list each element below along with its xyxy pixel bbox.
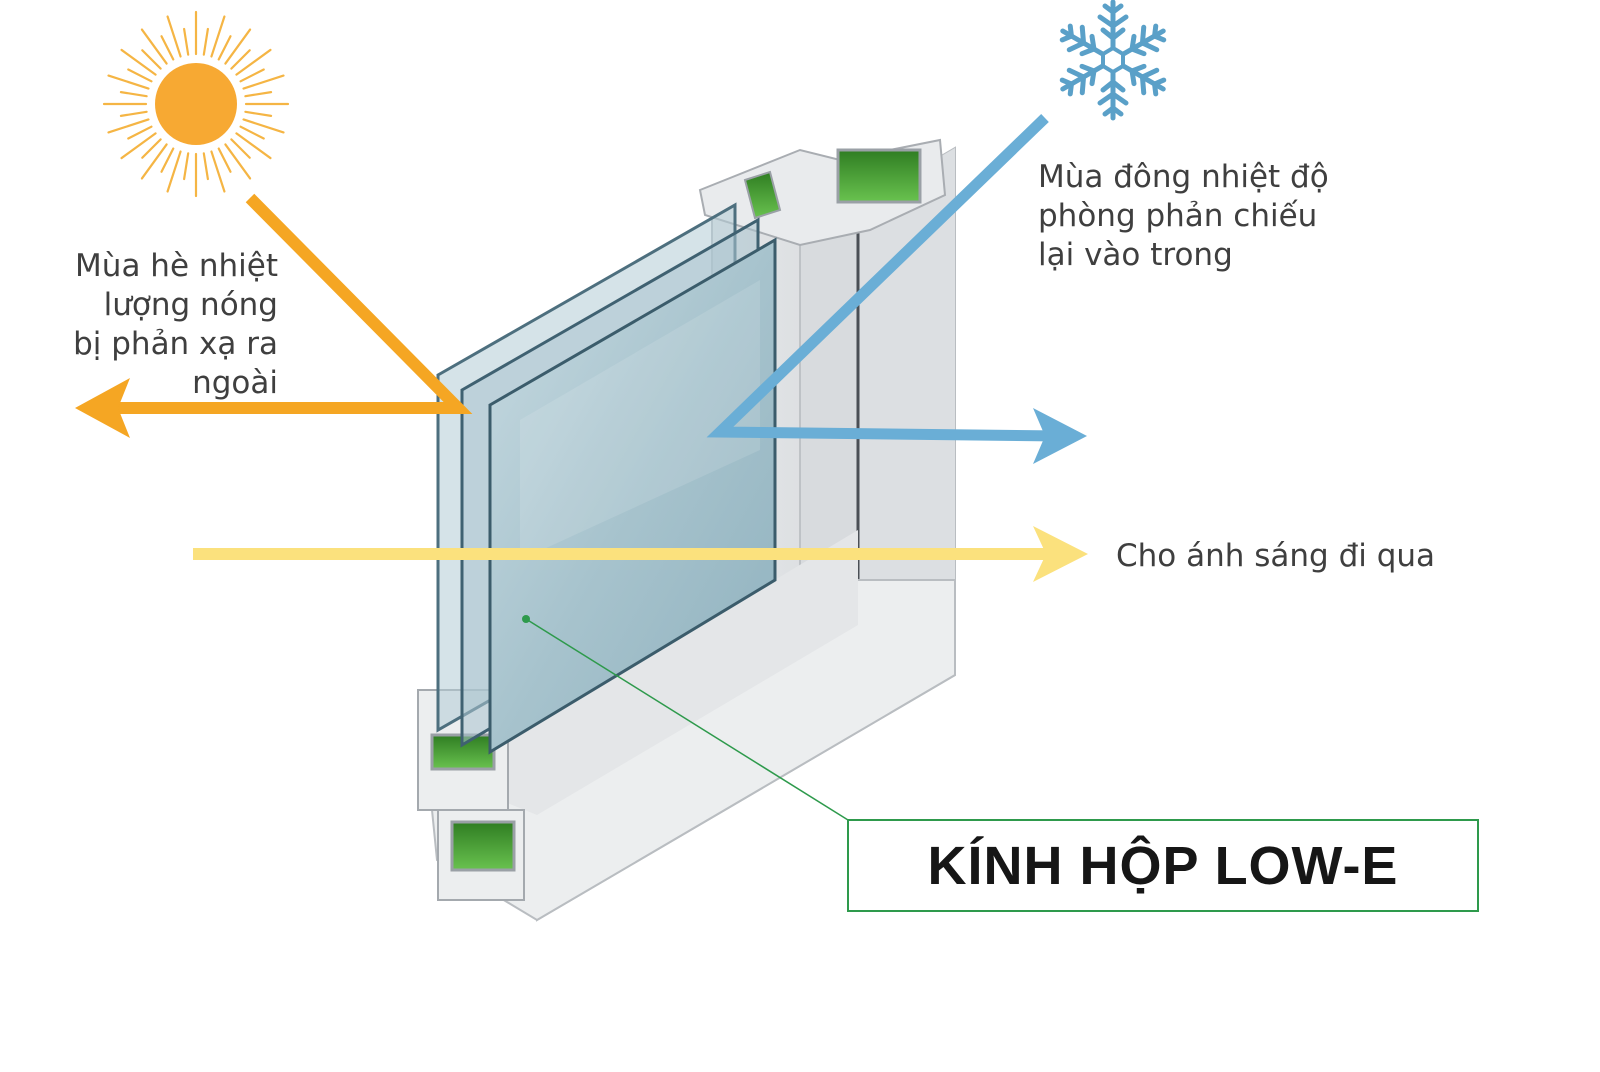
sun-ray xyxy=(242,118,285,134)
snowflake-arm xyxy=(1059,63,1106,97)
sun-ray xyxy=(120,48,157,76)
sun-ray xyxy=(230,138,251,159)
sun-ray xyxy=(210,15,226,58)
sun-ray xyxy=(141,138,162,159)
glass-panes xyxy=(436,202,777,755)
sun-ray xyxy=(202,27,209,56)
summer-heat-label: Mùa hè nhiệt lượng nóng bị phản xạ ra ng… xyxy=(0,247,278,403)
product-title: KÍNH HỘP LOW-E xyxy=(927,835,1399,896)
sun-ray xyxy=(166,15,182,58)
sun-ray xyxy=(239,125,265,140)
sun-ray xyxy=(166,150,182,193)
sun-ray xyxy=(217,147,232,173)
sun-ray xyxy=(239,68,265,83)
sun-ray xyxy=(235,132,272,160)
sun-ray xyxy=(217,35,232,61)
sun-ray xyxy=(230,49,251,70)
snowflake-arm xyxy=(1097,0,1129,51)
snowflake-arm xyxy=(1120,23,1167,57)
light-arrow xyxy=(193,526,1088,582)
sun-ray xyxy=(235,48,272,76)
summer-heat-arrow xyxy=(75,193,473,438)
sun-ray xyxy=(141,49,162,70)
sun-ray xyxy=(244,110,273,117)
summer-label-line: bị phản xạ ra ngoài xyxy=(73,326,278,401)
sun-ray xyxy=(160,147,175,173)
sun-ray xyxy=(210,150,226,193)
sun-ray xyxy=(119,91,148,98)
pointer-line xyxy=(522,615,849,821)
sun-ray xyxy=(242,74,285,90)
sun-icon xyxy=(102,10,290,198)
summer-label-line: Mùa hè nhiệt xyxy=(75,248,278,284)
light-pass-label: Cho ánh sáng đi qua xyxy=(1116,538,1436,574)
winter-heat-label: Mùa đông nhiệt độ phòng phản chiếu lại v… xyxy=(1038,158,1329,275)
winter-label-line: lại vào trong xyxy=(1038,237,1233,273)
sun-ray xyxy=(107,118,150,134)
sun-ray xyxy=(183,27,190,56)
sun-ray xyxy=(202,152,209,181)
sun-ray xyxy=(119,110,148,117)
sun-ray xyxy=(224,143,252,180)
sun-ray xyxy=(140,28,168,65)
sun-ray xyxy=(224,28,252,65)
snowflake-arm xyxy=(1097,69,1129,121)
snowflake-icon xyxy=(1059,0,1167,121)
winter-heat-arrow xyxy=(706,114,1087,464)
sun-ray xyxy=(120,132,157,160)
winter-label-line: Mùa đông nhiệt độ xyxy=(1038,159,1329,195)
sun-ray xyxy=(244,91,273,98)
sun-ray xyxy=(140,143,168,180)
snowflake-arm xyxy=(1059,23,1106,57)
sun-ray xyxy=(107,74,150,90)
snowflake-arm xyxy=(1120,63,1167,97)
winter-label-line: phòng phản chiếu xyxy=(1038,198,1318,234)
product-label-box: KÍNH HỘP LOW-E xyxy=(847,819,1479,912)
summer-label-line: lượng nóng xyxy=(103,287,278,323)
sun-ray xyxy=(160,35,175,61)
sun-ray xyxy=(127,68,153,83)
sun-ray xyxy=(127,125,153,140)
sun-ray xyxy=(183,152,190,181)
